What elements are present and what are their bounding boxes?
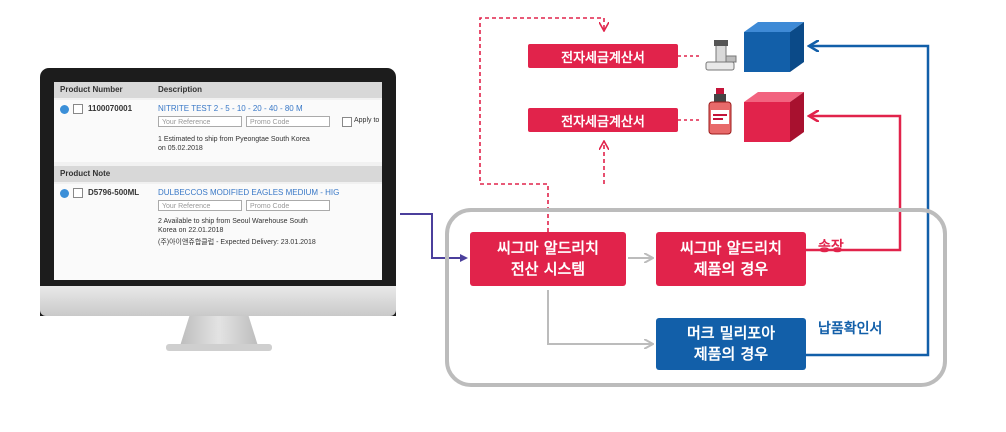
e-tax-invoice-top: 전자세금계산서 [528,44,678,68]
sigma-product-box: 씨그마 알드리치 제품의 경우 [656,232,806,286]
sigma-product-line-1: 씨그마 알드리치 [680,239,782,257]
table-header: Product Number Description [54,82,382,98]
merck-product-line-1: 머크 밀리포아 [686,324,776,342]
reference-input[interactable]: Your Reference [158,116,242,127]
monitor-stand-neck [180,316,258,346]
product-row-2: D5796-500ML DULBECCOS MODIFIED EAGLES ME… [54,184,382,280]
delivery-confirmation-label: 납품확인서 [818,321,883,337]
merck-product-line-2: 제품의 경우 [693,345,769,363]
product-name-link[interactable]: DULBECCOS MODIFIED EAGLES MEDIUM - HIG [158,188,340,197]
product-note-title: Product Note [60,169,111,178]
row-checkbox[interactable] [73,104,83,114]
ship-info-line-3: (주)아이앤쥬합클럽 - Expected Delivery: 23.01.20… [158,239,316,246]
product-number: 1100070001 [88,104,133,113]
product-row-1: 1100070001 NITRITE TEST 2 - 5 - 10 - 20 … [54,100,382,162]
info-icon[interactable] [60,105,69,114]
blue-product-cube [744,22,804,72]
merck-product-box: 머크 밀리포아 제품의 경우 [656,318,806,370]
column-description: Description [158,85,203,94]
invoice-label: 송장 [818,239,844,255]
monitor-stand-foot [166,344,272,351]
product-number: D5796-500ML [88,188,140,197]
sigma-system-line-2: 전산 시스템 [510,260,586,278]
info-icon[interactable] [60,189,69,198]
column-product-number: Product Number [60,85,123,94]
product-name-link[interactable]: NITRITE TEST 2 - 5 - 10 - 20 - 40 - 80 M [158,104,303,113]
apply-label: Apply to [354,117,380,124]
ship-info-line-1: 2 Available to ship from Seoul Warehouse… [158,218,308,225]
e-tax-invoice-bottom-label: 전자세금계산서 [561,114,645,130]
row-checkbox[interactable] [73,188,83,198]
ship-info-line-2: Korea on 22.01.2018 [158,227,224,234]
order-screen: Product Number Description 1100070001 NI… [54,82,382,280]
e-tax-invoice-top-label: 전자세금계산서 [561,50,645,66]
arrow-monitor-to-system [400,213,468,262]
arrow-sigma-to-red-cube [806,116,902,252]
media-bottle-icon [708,88,732,135]
promo-code-input[interactable]: Promo Code [246,116,330,127]
sigma-system-line-1: 씨그마 알드리치 [497,239,599,257]
sigma-system-box: 씨그마 알드리치 전산 시스템 [470,232,626,286]
arrow-system-to-merck [547,290,652,344]
arrow-merck-to-blue-cube [806,46,930,357]
apply-checkbox[interactable] [342,117,352,127]
monitor-bezel: Product Number Description 1100070001 NI… [40,68,396,316]
sigma-product-line-2: 제품의 경우 [693,260,769,278]
dashed-system-to-top-invoice [479,17,604,232]
reference-input[interactable]: Your Reference [158,200,242,211]
test-kit-icon [705,40,737,71]
red-product-cube [744,92,804,142]
monitor-chin [40,286,396,316]
e-tax-invoice-bottom: 전자세금계산서 [528,108,678,132]
ship-info-line-1: 1 Estimated to ship from Pyeongtae South… [158,136,310,143]
process-container [445,208,947,387]
ship-info-line-2: on 05.02.2018 [158,145,203,152]
promo-code-input[interactable]: Promo Code [246,200,330,211]
product-note-header: Product Note [54,166,382,182]
